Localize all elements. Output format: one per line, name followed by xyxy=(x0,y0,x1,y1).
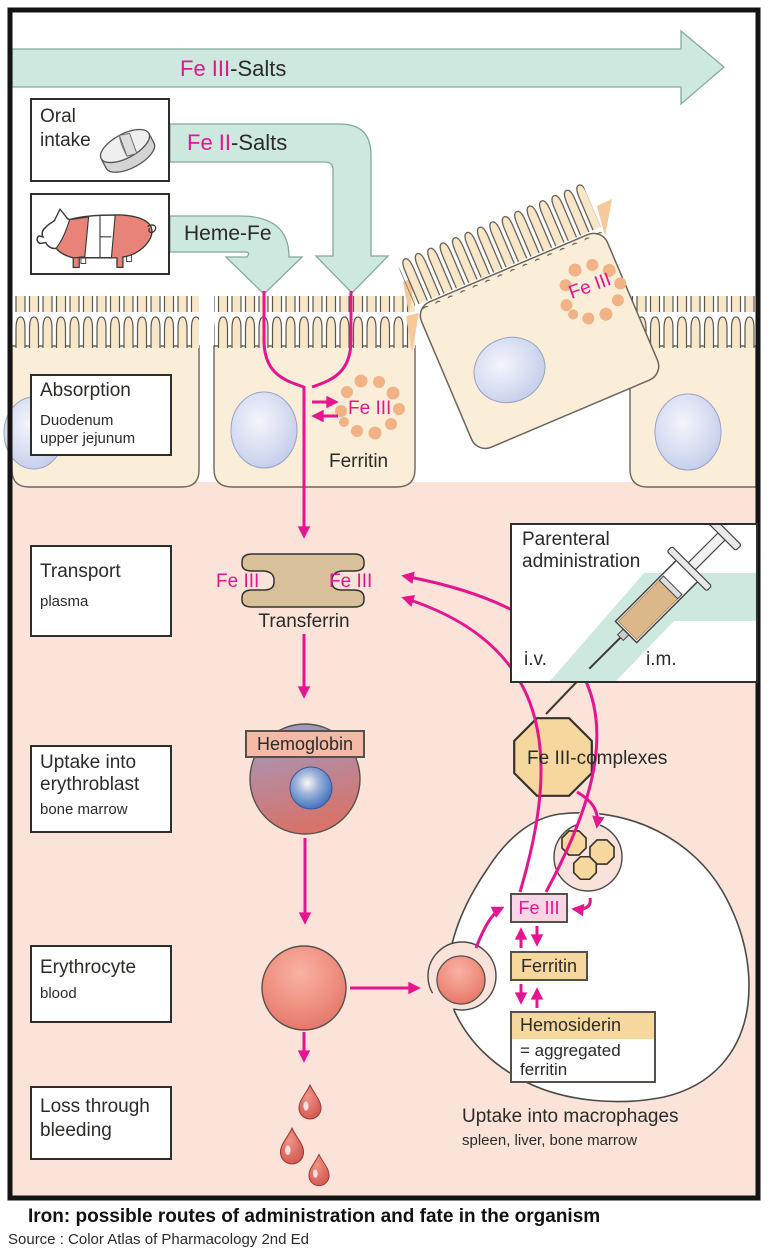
erythroblast-line3: bone marrow xyxy=(40,801,128,818)
transferrin-fe3-left: Fe III xyxy=(216,571,260,592)
figure-source: Source : Color Atlas of Pharmacology 2nd… xyxy=(8,1231,309,1248)
enterocyte-fe3-label: Fe III xyxy=(348,398,392,419)
flow-arrows xyxy=(262,291,605,1063)
transport-sub: plasma xyxy=(40,593,89,610)
loss-line1: Loss through xyxy=(40,1096,150,1117)
fe2-uptake-line xyxy=(311,291,353,389)
transferrin-shape xyxy=(241,553,365,608)
fe3-complexes-label: Fe III-complexes xyxy=(527,748,668,769)
fe3-salts-arrow xyxy=(11,29,726,106)
loss-box: Loss through bleeding xyxy=(30,1086,172,1160)
transferrin-fe3-right: Fe III xyxy=(329,571,373,592)
transport-title: Transport xyxy=(40,561,121,582)
erythrocyte-line1: Erythrocyte xyxy=(40,957,137,978)
heme-fe-label: Heme-Fe xyxy=(184,222,272,245)
vesicle-octagon-3 xyxy=(573,856,597,880)
pig-icon xyxy=(36,208,157,269)
villi-right xyxy=(630,296,756,348)
parenteral-box: Parenteral administration i.v. i.m. xyxy=(510,523,758,683)
erythroblast-line2: erythroblast xyxy=(40,774,140,795)
hemosiderin-tag: Hemosiderin = aggregated ferritin xyxy=(510,1011,656,1083)
villi-left xyxy=(12,296,199,348)
villi-center xyxy=(214,296,415,348)
hemoglobin-tag: Hemoglobin xyxy=(245,730,365,758)
hemoglobin-label: Hemoglobin xyxy=(256,733,354,754)
oral-intake-line2: intake xyxy=(40,130,91,151)
macrophage-ferritin-label: Ferritin xyxy=(520,955,577,976)
pocket-to-fe3 xyxy=(474,906,505,949)
absorption-line1: Duodenum xyxy=(40,412,114,429)
heme-fe-arrow xyxy=(169,215,304,295)
shedding-mark-left xyxy=(406,313,419,352)
iv-label: i.v. xyxy=(524,649,547,670)
im-label: i.m. xyxy=(646,649,677,670)
vesicle-to-fe3 xyxy=(571,897,592,917)
enterocyte-ferritin-label: Ferritin xyxy=(329,451,389,472)
syringe-art xyxy=(550,525,756,681)
erythroblast-box: Uptake into erythroblast bone marrow xyxy=(30,745,172,833)
absorption-box: Absorption Duodenum upper jejunum xyxy=(30,374,172,456)
fe2-salts-label-rest: -Salts xyxy=(231,130,288,155)
macrophage-fe3-label: Fe III xyxy=(518,897,560,918)
fe3-salts-label: Fe III-Salts xyxy=(180,56,286,81)
fe3-salts-label-rest: -Salts xyxy=(230,56,287,81)
macrophage-ferritin-tag: Ferritin xyxy=(510,951,588,981)
fe2-salts-label: Fe II-Salts xyxy=(187,130,287,155)
fe2-salts-arrow xyxy=(169,123,390,294)
macrophage-caption: Uptake into macrophages xyxy=(462,1106,679,1127)
heme-uptake-line xyxy=(262,291,305,389)
macrophage-fe3-tag: Fe III xyxy=(510,893,568,923)
tablet-icon xyxy=(99,128,156,173)
parenteral-line2: administration xyxy=(522,551,641,572)
figure-frame xyxy=(7,7,761,1201)
oral-intake-box: Oral intake xyxy=(30,98,170,182)
loss-line2: bleeding xyxy=(40,1120,112,1141)
shed-cell xyxy=(396,182,660,450)
shedding-mark-right xyxy=(597,199,612,236)
erythroblast-line1: Uptake into xyxy=(40,752,137,773)
nucleus-shed-cell xyxy=(473,336,546,404)
fe3-salts-label-fe: Fe III xyxy=(180,56,231,81)
erythrocyte-box: Erythrocyte blood xyxy=(30,945,172,1023)
erythroblast-nucleus xyxy=(289,766,333,810)
syringe-icon xyxy=(588,525,742,670)
hemosiderin-agg2: ferritin xyxy=(520,1060,568,1079)
transferrin-label: Transferrin xyxy=(258,611,350,632)
erythrocyte-line2: blood xyxy=(40,985,77,1002)
heme-source-box xyxy=(30,193,170,275)
hemosiderin-agg1: = aggregated xyxy=(520,1041,621,1060)
nucleus-center xyxy=(230,391,298,469)
fe2-salts-label-fe: Fe II xyxy=(187,130,232,155)
nucleus-right xyxy=(654,393,722,471)
macrophage-subcaption: spleen, liver, bone marrow xyxy=(462,1132,638,1149)
complexes-to-vesicle xyxy=(576,790,605,829)
parenteral-line1: Parenteral xyxy=(522,529,610,550)
figure-title: Iron: possible routes of administration … xyxy=(28,1206,601,1227)
engulfed-erythrocyte xyxy=(436,955,486,1005)
absorption-title: Absorption xyxy=(40,380,131,401)
hemosiderin-label: Hemosiderin xyxy=(520,1015,622,1035)
absorption-line2: upper jejunum xyxy=(40,430,136,447)
hemosiderin-header: Hemosiderin xyxy=(512,1013,654,1039)
macrophage-to-transferrin-1 xyxy=(401,595,543,893)
transport-box: Transport plasma xyxy=(30,545,172,637)
oral-intake-line1: Oral xyxy=(40,106,76,127)
erythrocyte-cell xyxy=(261,945,347,1031)
macrophage-to-transferrin-2 xyxy=(401,571,599,893)
